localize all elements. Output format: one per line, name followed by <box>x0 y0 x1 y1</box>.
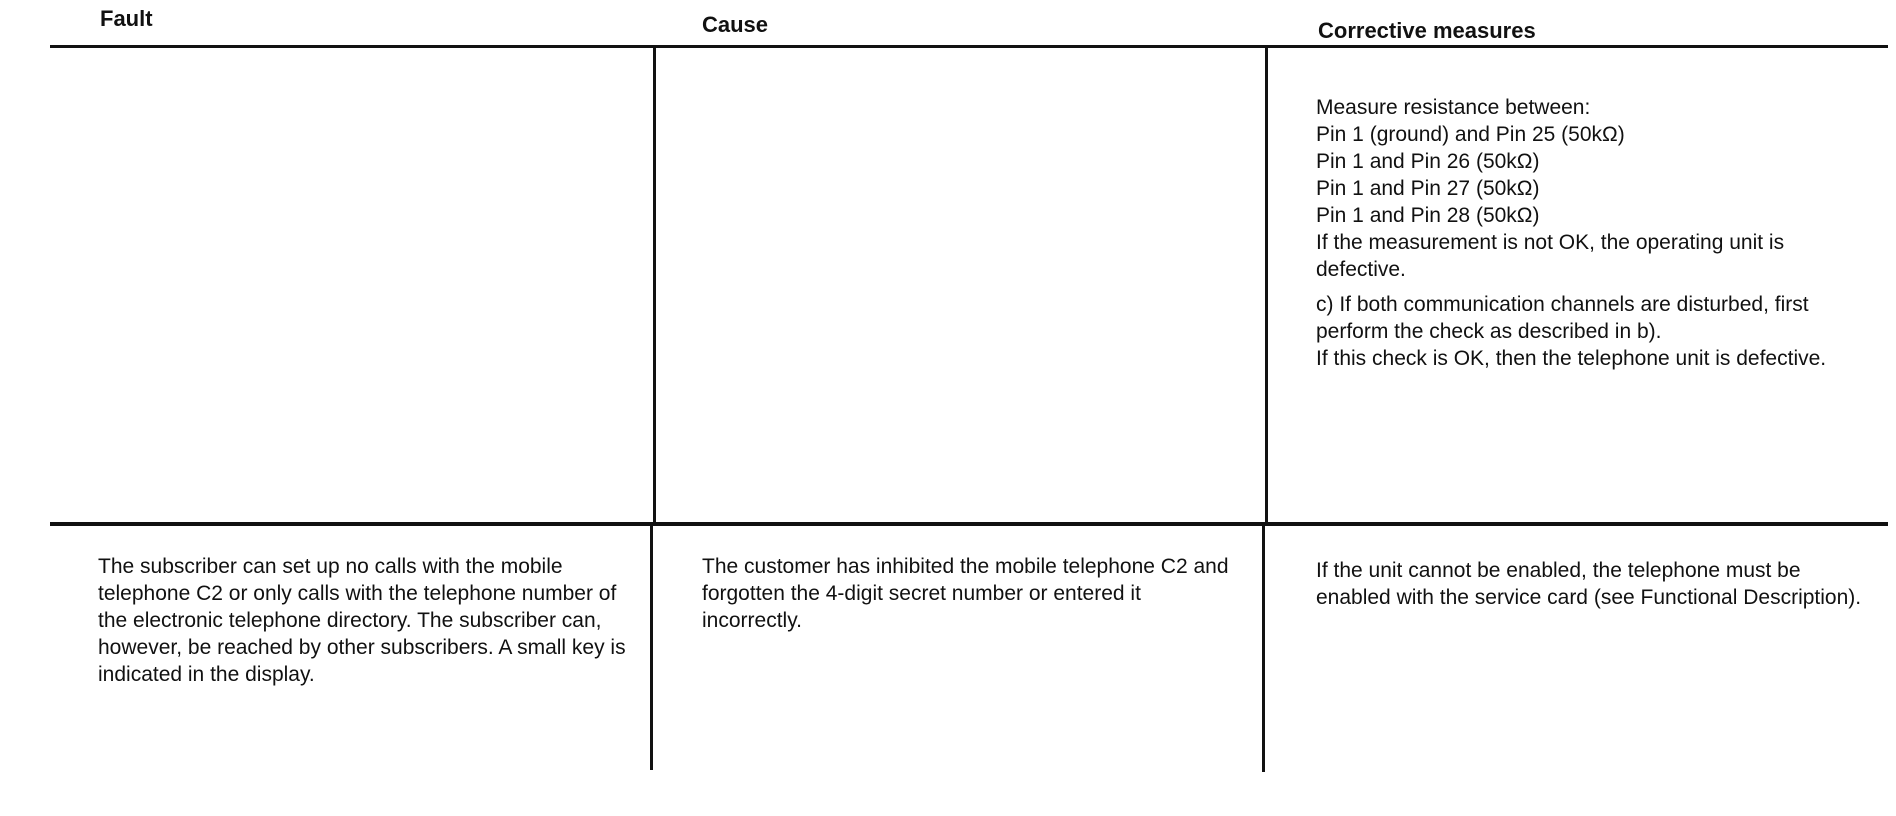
column-header-corrective-measures: Corrective measures <box>1318 18 1536 43</box>
column-header-fault: Fault <box>100 6 153 31</box>
column-divider <box>1265 48 1268 522</box>
corrective-line: Pin 1 and Pin 27 (50kΩ) <box>1316 177 1540 200</box>
table-row-2-cause-cell: The customer has inhibited the mobile te… <box>702 555 1229 632</box>
corrective-line: If this check is OK, then the telephone … <box>1316 347 1827 370</box>
corrective-line: Pin 1 and Pin 26 (50kΩ) <box>1316 150 1540 173</box>
row-divider <box>50 522 1888 526</box>
paragraph-spacer <box>1316 283 1876 291</box>
corrective-line: If the measurement is not OK, the operat… <box>1316 231 1785 281</box>
column-header-cause: Cause <box>702 12 769 37</box>
column-divider <box>653 48 656 522</box>
column-divider <box>1262 526 1265 772</box>
corrective-line: Measure resistance between: <box>1316 96 1591 119</box>
header-divider <box>50 45 1888 48</box>
table-row-1-corrective-cell: Measure resistance between: Pin 1 (groun… <box>1316 94 1876 372</box>
table-row-2-corrective-cell: If the unit cannot be enabled, the telep… <box>1316 559 1862 609</box>
corrective-line: Pin 1 and Pin 28 (50kΩ) <box>1316 204 1540 227</box>
corrective-line: Pin 1 (ground) and Pin 25 (50kΩ) <box>1316 123 1625 146</box>
table-row-2-fault-cell: The subscriber can set up no calls with … <box>98 555 626 686</box>
corrective-line: c) If both communication channels are di… <box>1316 293 1809 343</box>
column-divider <box>650 526 653 770</box>
